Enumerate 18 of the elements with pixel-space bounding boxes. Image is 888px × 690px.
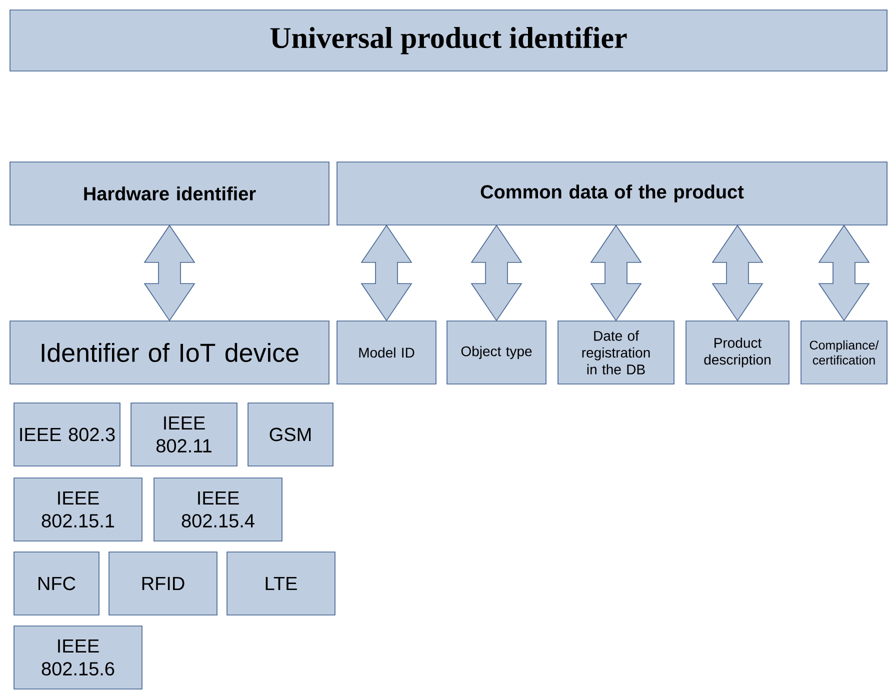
- process-box: Product description: [686, 320, 790, 384]
- process-box: Model ID: [336, 320, 436, 384]
- process-box: RFID: [108, 552, 218, 616]
- process-box: IEEE 802.3: [14, 402, 120, 466]
- process-box: IEEE 802.15.1: [14, 478, 142, 542]
- process-box: IEEE 802.15.6: [14, 626, 142, 690]
- process-box: LTE: [226, 552, 336, 616]
- process-box: NFC: [14, 552, 100, 616]
- process-box: Hardware identifier: [10, 162, 330, 226]
- process-box: GSM: [248, 402, 334, 466]
- process-box: Date of registration in the DB: [558, 320, 674, 384]
- process-box: IEEE 802.11: [130, 402, 238, 466]
- process-box: Common data of the product: [336, 162, 888, 226]
- process-box: Compliance/ certification: [800, 320, 888, 384]
- title-banner: Universal product identifier: [10, 10, 888, 72]
- process-box: Identifier of IoT device: [10, 320, 330, 384]
- process-box: Object type: [446, 320, 546, 384]
- process-box: IEEE 802.15.4: [154, 478, 282, 542]
